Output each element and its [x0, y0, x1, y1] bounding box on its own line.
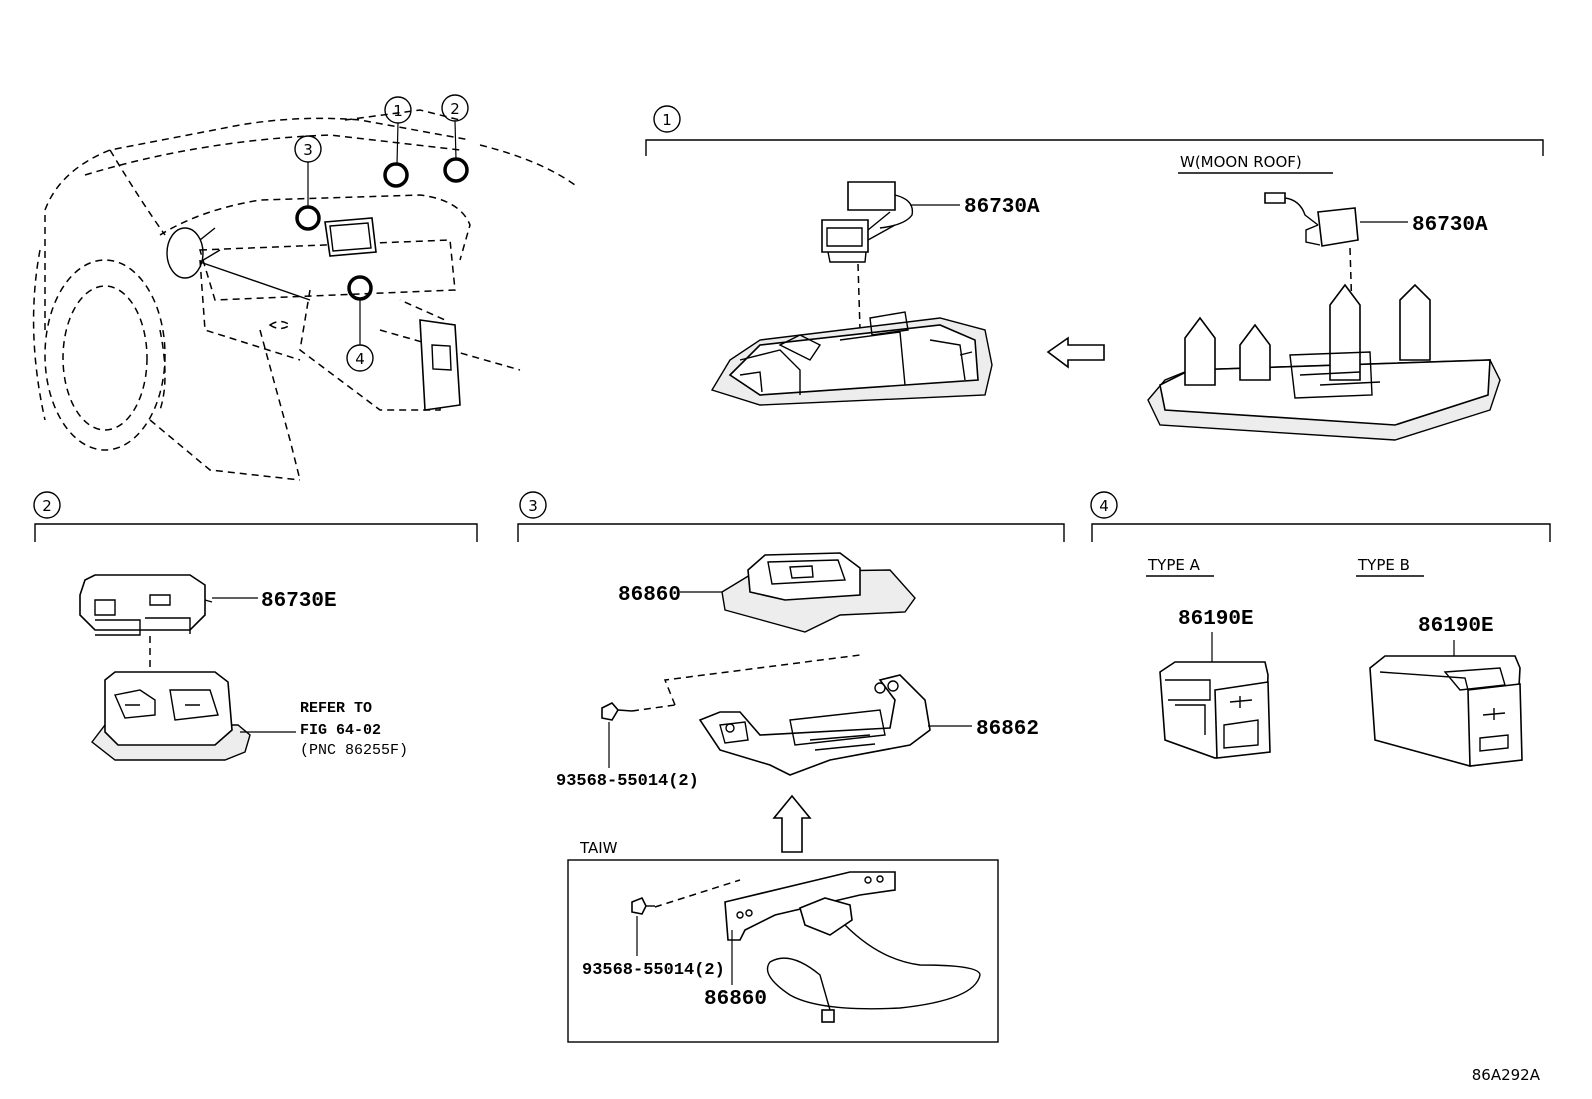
part-number-screw: 93568-55014(2) — [556, 772, 699, 791]
inset-label-taiw: TAIW — [579, 839, 618, 857]
overview-marker-3: 3 — [294, 135, 322, 163]
direction-arrow-left — [1046, 336, 1105, 369]
svg-text:1: 1 — [393, 102, 403, 120]
part-number-86730a-right: 86730A — [1412, 214, 1488, 237]
overhead-console-left — [710, 311, 993, 406]
section-4-marker: 4 — [1090, 491, 1118, 519]
section-3-marker: 3 — [519, 491, 547, 519]
part-number-86860-inset: 86860 — [704, 988, 767, 1011]
svg-text:2: 2 — [42, 497, 52, 515]
svg-text:4: 4 — [1099, 497, 1109, 515]
svg-text:3: 3 — [303, 141, 313, 159]
module-86730a-left: 86730A — [821, 181, 1040, 263]
module-86860: 86860 — [618, 552, 916, 633]
svg-text:4: 4 — [355, 350, 365, 368]
type-b-label: TYPE B — [1357, 556, 1410, 574]
refer-line-1: REFER TO — [300, 700, 372, 717]
figure-code: 86A292A — [1472, 1066, 1541, 1084]
usb-port-type-a — [1159, 661, 1271, 759]
vehicle-overview: 1 2 3 4 — [32, 94, 576, 481]
inset-module-86860: 93568-55014(2) 86860 — [582, 871, 981, 1023]
part-number-86730a-left: 86730A — [964, 196, 1040, 219]
overhead-console-right — [1147, 283, 1501, 441]
bracket-86862: 86862 — [663, 654, 1039, 776]
part-number-86862: 86862 — [976, 718, 1039, 741]
module-86730e: 86730E — [79, 574, 337, 636]
direction-arrow-up — [772, 794, 812, 853]
svg-text:1: 1 — [662, 111, 672, 129]
console-housing-section-2 — [91, 671, 251, 761]
type-a-label: TYPE A — [1147, 556, 1201, 574]
refer-line-2: FIG 64-02 — [300, 722, 381, 739]
overview-marker-1: 1 — [384, 96, 412, 124]
section-2: 2 86730E REFER TO FIG 64-02 (PNC 86255F) — [33, 491, 478, 761]
screw-93568: 93568-55014(2) — [556, 702, 699, 791]
inset-box-taiw — [567, 859, 999, 1043]
overview-marker-4: 4 — [346, 344, 374, 372]
part-number-86190e-type-a: 86190E — [1178, 608, 1254, 631]
section-2-marker: 2 — [33, 491, 61, 519]
part-number-86730e: 86730E — [261, 590, 337, 613]
section-4: 4 TYPE A TYPE B 86190E 86190E — [1090, 491, 1551, 767]
section-3: 3 86860 86862 — [517, 491, 1065, 1043]
overview-marker-2: 2 — [441, 94, 469, 122]
svg-text:3: 3 — [528, 497, 538, 515]
variant-label-moon-roof: W(MOON ROOF) — [1180, 153, 1302, 171]
part-number-86190e-type-b: 86190E — [1418, 615, 1494, 638]
section-1-marker: 1 — [653, 105, 681, 133]
usb-port-type-b — [1369, 655, 1523, 767]
part-number-86860-top: 86860 — [618, 584, 681, 607]
refer-line-3: (PNC 86255F) — [300, 742, 408, 759]
module-86730a-right: 86730A — [1264, 192, 1488, 247]
section-1: 1 86730A W(MOON ROOF) — [645, 105, 1544, 441]
part-number-inset-screw: 93568-55014(2) — [582, 961, 725, 980]
svg-text:2: 2 — [450, 100, 460, 118]
